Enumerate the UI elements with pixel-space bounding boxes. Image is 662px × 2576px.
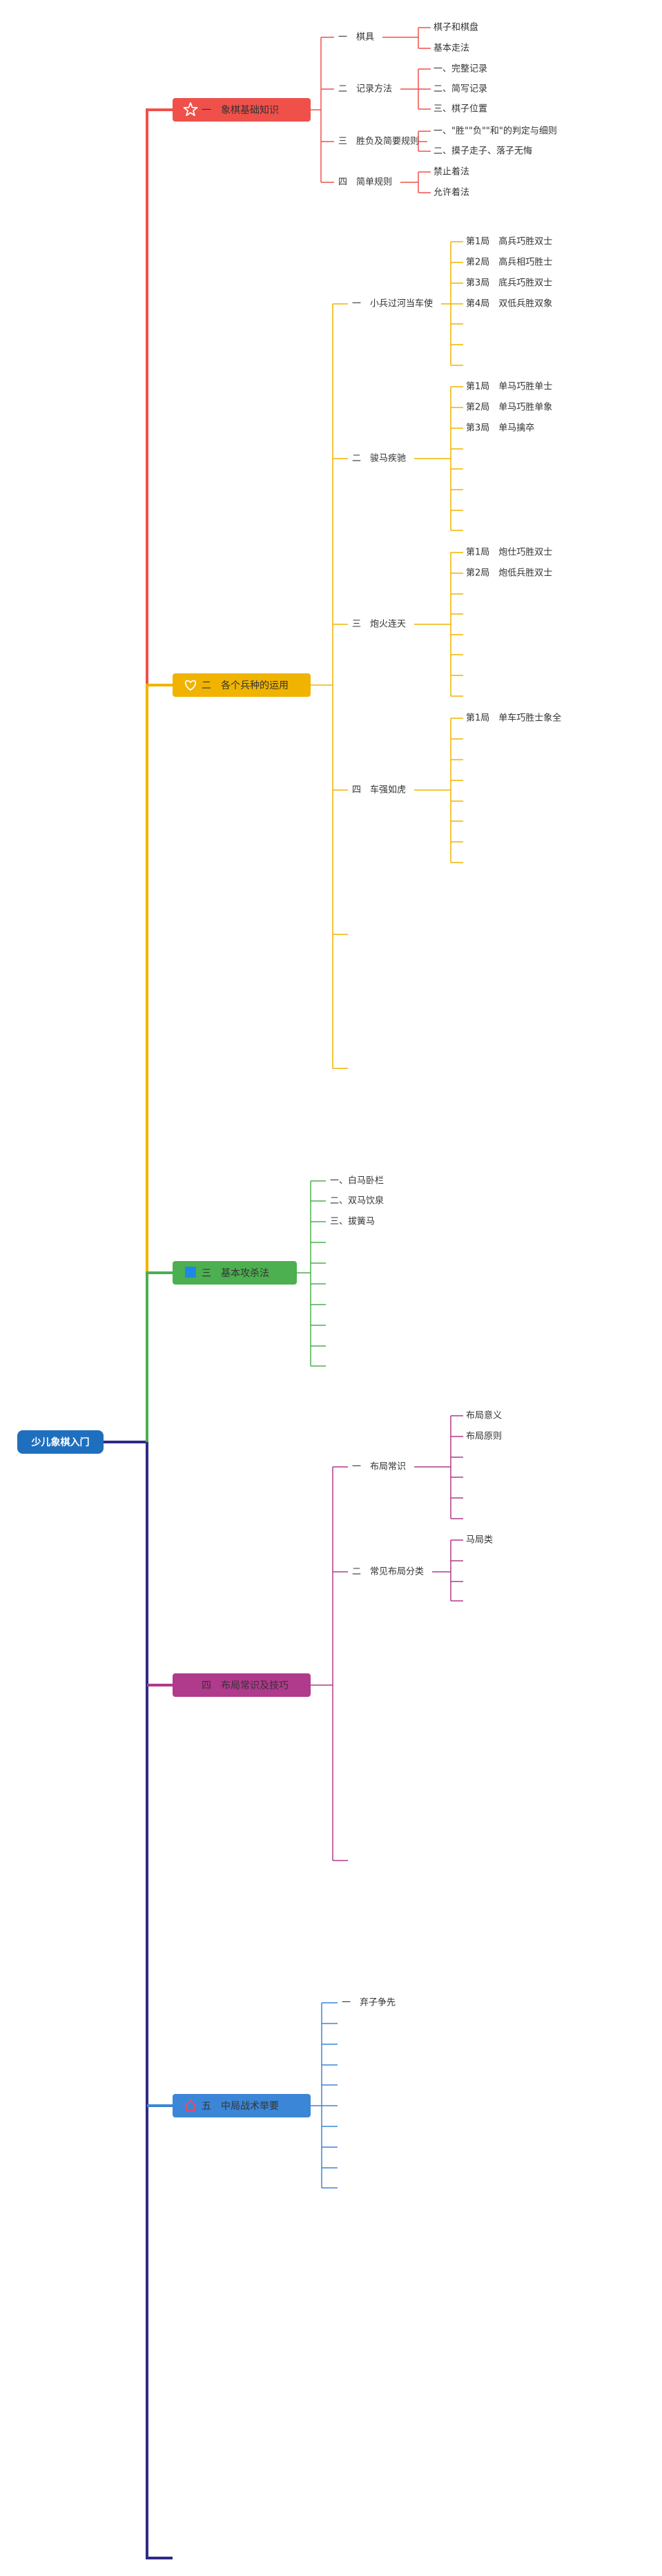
subtopic-label: 一 弃子争先 [342, 1998, 396, 2008]
branch-node-b2[interactable]: 二 各个兵种的运用 [173, 673, 311, 697]
root-node-label: 少儿象棋入门 [31, 1436, 90, 1448]
leaf-label: 第1局 单车巧胜士象全 [466, 713, 561, 724]
leaf-label: 第1局 高兵巧胜双士 [466, 236, 552, 247]
leaf-label: 第1局 单马巧胜单士 [466, 382, 552, 392]
subtopic-label: 一、白马卧栏 [330, 1175, 384, 1186]
branch-node-label: 三 基本攻杀法 [202, 1267, 269, 1279]
branch-node-box [173, 2094, 311, 2117]
leaf-label: 第3局 底兵巧胜双士 [466, 278, 552, 289]
subtopic-label: 四 简单规则 [338, 177, 392, 188]
leaf-label: 禁止着法 [434, 166, 469, 177]
leaf-label: 第4局 双低兵胜双象 [466, 299, 552, 309]
branch-node-box [173, 98, 311, 122]
leaf-label: 第2局 单马巧胜单象 [466, 403, 552, 413]
leaf-label: 布局意义 [466, 1410, 502, 1421]
subtopic-label: 三 胜负及简要规则 [338, 136, 419, 147]
leaf-label: 棋子和棋盘 [434, 22, 478, 33]
root-node-box [17, 1430, 104, 1454]
subtopic-label: 三、拔簧马 [330, 1216, 375, 1227]
branch-node-label: 二 各个兵种的运用 [202, 680, 289, 691]
branch-node-box [173, 673, 311, 697]
branch-node-b5[interactable]: 五 中局战术举要 [173, 2094, 311, 2117]
leaf-label: 第2局 炮低兵胜双士 [466, 568, 552, 579]
subtopic-label: 一 小兵过河当车使 [352, 298, 433, 309]
star-icon [183, 102, 198, 117]
branch-node-b3[interactable]: 三 基本攻杀法 [173, 1261, 297, 1285]
spine-segment-1 [146, 108, 173, 685]
spine-segment-3 [146, 1271, 173, 1442]
subtopic-label: 二 骏马疾驰 [352, 454, 406, 464]
leaf-label: 布局原则 [466, 1432, 502, 1442]
subtopic-label: 四 车强如虎 [352, 785, 406, 796]
leaf-label: 第1局 炮仕巧胜双士 [466, 548, 552, 558]
branch-node-box [173, 1261, 297, 1285]
leaf-label: 基本走法 [434, 44, 469, 54]
branch-node-b1[interactable]: 一 象棋基础知识 [173, 98, 311, 122]
subtopic-label: 二 记录方法 [338, 84, 392, 95]
heart-icon [184, 680, 197, 691]
subtopic-label: 二 常见布局分类 [352, 1567, 424, 1577]
subtopic-label: 二、双马饮泉 [330, 1195, 384, 1207]
branch-node-label: 四 布局常识及技巧 [202, 1680, 289, 1691]
subtopic-label: 三 炮火连天 [352, 619, 406, 630]
leaf-label: 允许着法 [434, 187, 469, 198]
leaf-label: 二、摸子走子、落子无悔 [434, 146, 532, 157]
branch-node-b4[interactable]: 四 布局常识及技巧 [173, 1673, 311, 1697]
leaf-label: 二、简写记录 [434, 84, 487, 95]
leaf-label: 三、棋子位置 [434, 104, 487, 115]
leaf-label: 第3局 单马擒卒 [466, 423, 534, 434]
home-icon [184, 2099, 197, 2111]
spine-segment-2 [146, 684, 173, 1273]
leaf-label: 一、"胜""负""和"的判定与细则 [434, 126, 557, 137]
flag-icon [185, 1267, 196, 1278]
leaf-label: 马局类 [466, 1535, 493, 1546]
subtopic-label: 一 棋具 [338, 32, 374, 43]
branch-node-label: 五 中局战术举要 [202, 2101, 279, 2112]
leaf-label: 一、完整记录 [434, 64, 487, 75]
spine-segment-lower [146, 1442, 173, 2559]
leaf-label: 第2局 高兵相巧胜士 [466, 257, 552, 268]
root-node[interactable]: 少儿象棋入门 [17, 1430, 104, 1454]
branch-node-box [173, 1673, 311, 1697]
subtopic-label: 一 布局常识 [352, 1462, 406, 1472]
branch-node-label: 一 象棋基础知识 [202, 104, 279, 116]
